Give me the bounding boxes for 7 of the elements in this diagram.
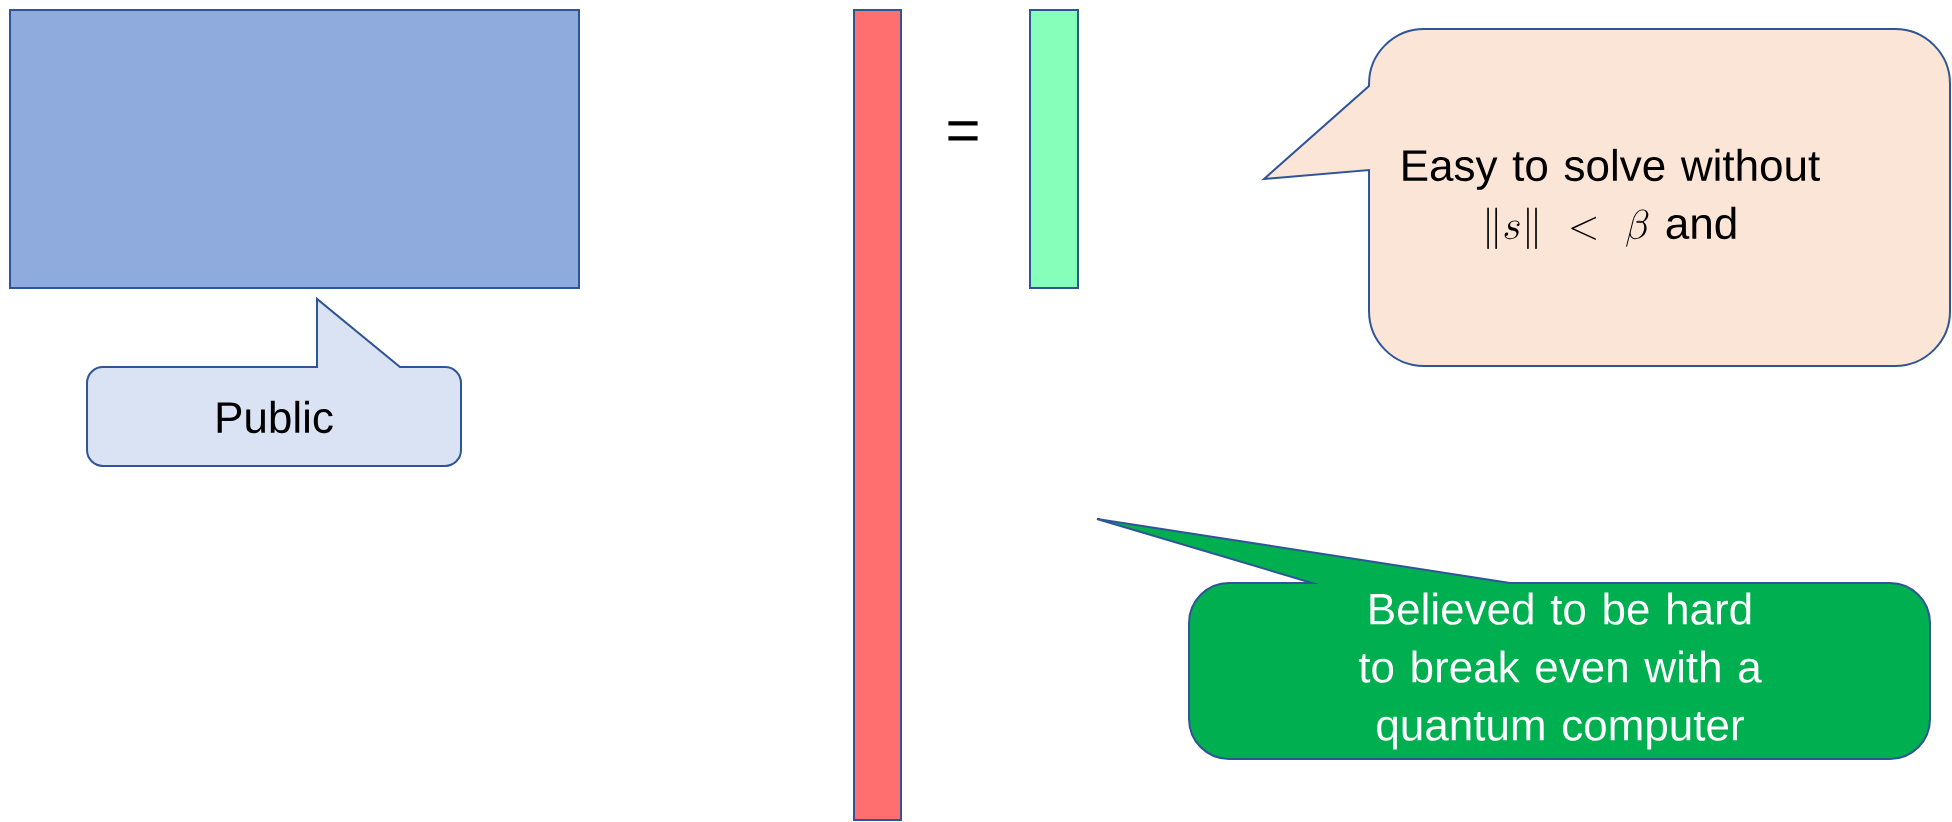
vector-bar: [1029, 9, 1079, 289]
speech-bubble: Believed to be hard to break even with a quantum computer: [1096, 518, 1931, 760]
equals-sign: =: [948, 121, 978, 141]
speech-bubble: Public: [86, 298, 462, 467]
vector-bar: [853, 9, 902, 821]
speech-bubble: Easy to solve without $\|s\| < \beta$ and: [1263, 28, 1951, 367]
matrix-box: [9, 9, 580, 289]
